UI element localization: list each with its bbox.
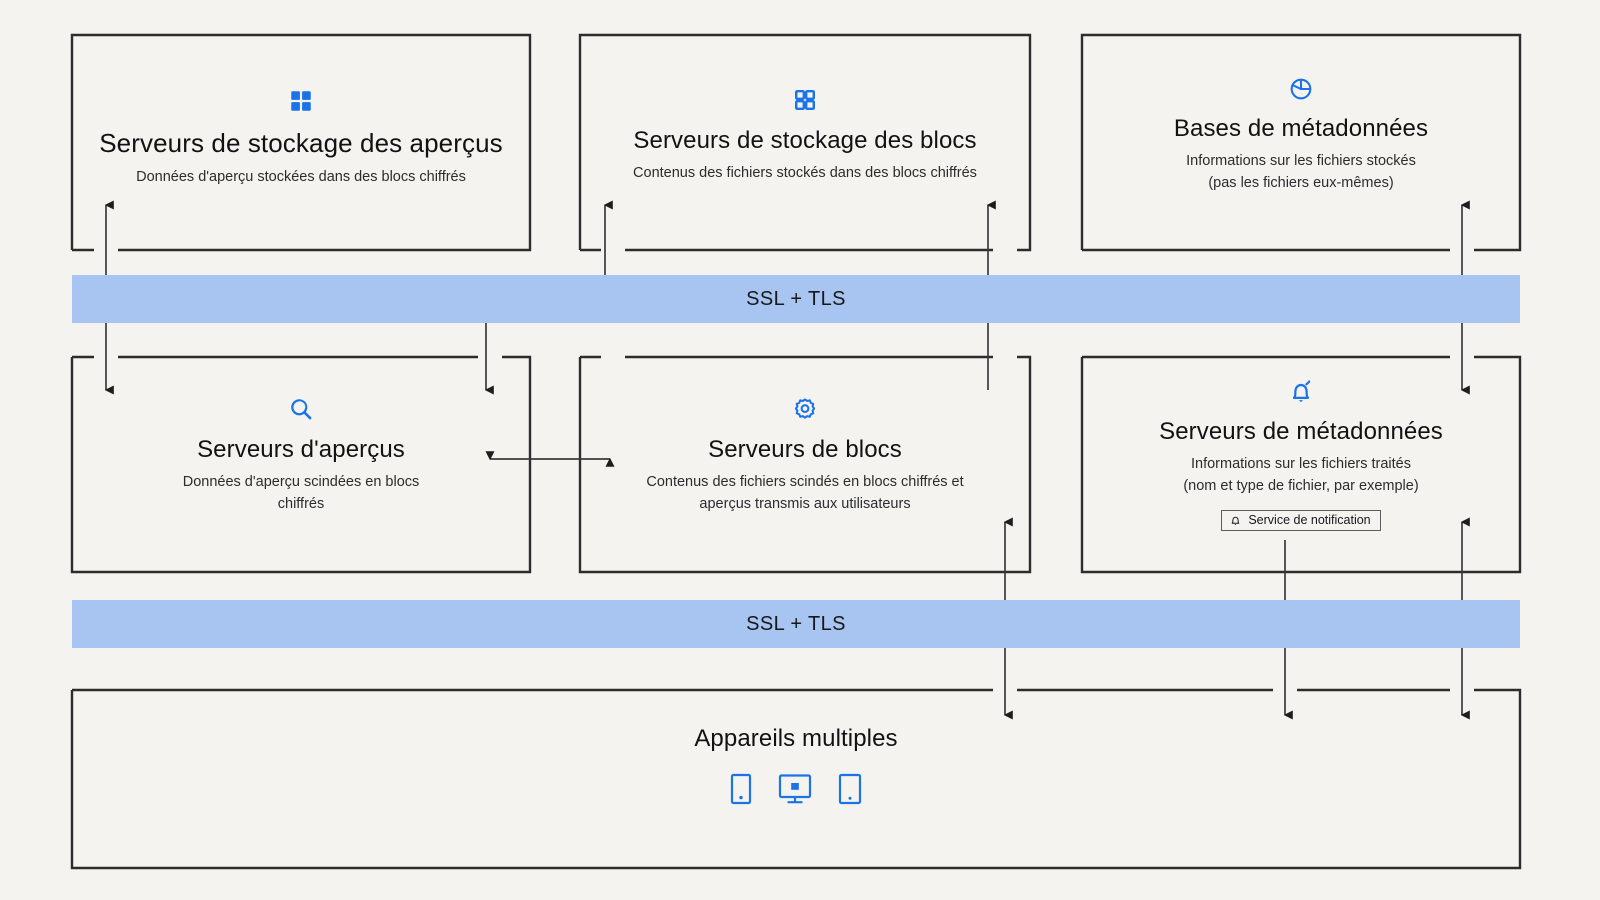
node-multiple-devices: Appareils multiples: [72, 725, 1520, 810]
node-title: Serveurs d'aperçus: [197, 436, 405, 463]
node-metadata-servers: Serveurs de métadonnées Informations sur…: [1082, 378, 1520, 531]
node-metadata-databases: Bases de métadonnées Informations sur le…: [1082, 76, 1520, 195]
node-title: Serveurs de stockage des blocs: [633, 127, 977, 154]
node-title: Serveurs de blocs: [708, 436, 902, 463]
ssl-band-top-label: SSL + TLS: [746, 287, 846, 310]
notification-service-badge-label: Service de notification: [1248, 513, 1371, 528]
node-title: Appareils multiples: [694, 725, 898, 752]
gear-icon: [792, 396, 818, 422]
node-block-servers: Serveurs de blocs Contenus des fichiers …: [580, 396, 1030, 516]
node-subtitle-line: Contenus des fichiers scindés en blocs c…: [646, 474, 964, 490]
grid-outline-icon: [793, 88, 817, 112]
node-subtitle-line: aperçus transmis aux utilisateurs: [699, 496, 911, 513]
node-subtitle-line: Contenus des fichiers stockés dans des b…: [633, 165, 977, 181]
node-subtitle-line: Informations sur les fichiers stockés: [1186, 153, 1416, 169]
node-subtitle-line: Informations sur les fichiers traités: [1191, 456, 1411, 472]
node-subtitle-line: chiffrés: [277, 496, 325, 513]
ssl-band-bottom-label: SSL + TLS: [746, 612, 846, 635]
node-block-storage-servers: Serveurs de stockage des blocs Contenus …: [580, 88, 1030, 184]
device-icon-group: [730, 773, 862, 810]
node-subtitle-line: Données d'aperçu stockées dans des blocs…: [136, 169, 466, 185]
node-title: Bases de métadonnées: [1173, 115, 1429, 142]
grid-filled-icon: [288, 88, 314, 114]
phone-icon: [730, 773, 752, 810]
bell-icon: [1287, 378, 1315, 406]
node-title: Serveurs de métadonnées: [1159, 418, 1443, 445]
node-subtitle-line: (nom et type de fichier, par exemple): [1183, 478, 1419, 495]
node-preview-servers: Serveurs d'aperçus Données d'aperçu scin…: [72, 396, 530, 516]
node-title: Serveurs de stockage des aperçus: [99, 128, 503, 158]
ssl-band-bottom: SSL + TLS: [72, 600, 1520, 648]
node-subtitle-line: (pas les fichiers eux-mêmes): [1208, 175, 1394, 192]
tablet-icon: [838, 773, 862, 810]
notification-service-badge[interactable]: Service de notification: [1221, 509, 1381, 531]
magnifier-icon: [288, 396, 314, 422]
node-preview-storage-servers: Serveurs de stockage des aperçus Données…: [72, 88, 530, 188]
desktop-monitor-icon: [778, 773, 812, 810]
bell-small-icon: [1229, 514, 1242, 527]
pie-chart-icon: [1288, 76, 1314, 102]
node-subtitle-line: Données d'aperçu scindées en blocs: [182, 474, 420, 490]
ssl-band-top: SSL + TLS: [72, 275, 1520, 323]
